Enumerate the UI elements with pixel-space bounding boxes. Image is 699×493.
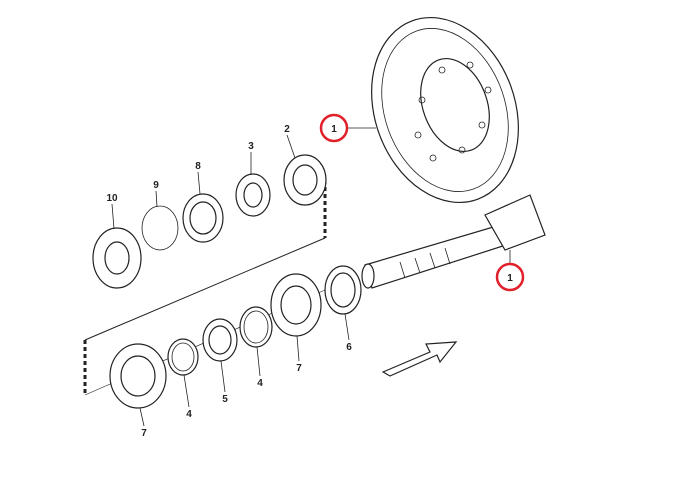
seal-10 [92, 227, 142, 289]
callout-8: 8 [195, 161, 201, 172]
pinion-shaft [361, 194, 546, 289]
spacer-5 [202, 318, 238, 362]
callout-6: 6 [346, 342, 352, 353]
callout-circle-pinion [495, 262, 525, 292]
ring-8 [182, 193, 224, 243]
ring-4-lower [167, 338, 199, 376]
callout-circle-ring-gear [319, 113, 349, 143]
callout-7-upper: 7 [296, 363, 302, 374]
washer-2 [283, 154, 327, 206]
bearing-7-upper [270, 273, 322, 337]
oring-9 [141, 205, 179, 251]
callout-4-lower: 4 [186, 409, 192, 420]
callout-2: 2 [284, 124, 290, 135]
nut-3 [235, 173, 271, 217]
ring-4-upper [239, 306, 273, 348]
ring-gear [371, 16, 519, 204]
bearing-7-lower [109, 343, 167, 409]
callout-10: 10 [106, 193, 118, 204]
callout-5: 5 [222, 394, 228, 405]
callout-7-lower: 7 [141, 428, 147, 439]
callout-4-upper: 4 [257, 378, 263, 389]
callout-ring-gear: 1 [331, 124, 337, 135]
callout-pinion: 1 [507, 273, 513, 284]
callout-9: 9 [153, 180, 159, 191]
direction-arrow-icon [381, 341, 458, 377]
shim-6 [324, 265, 362, 315]
callout-3: 3 [248, 141, 254, 152]
